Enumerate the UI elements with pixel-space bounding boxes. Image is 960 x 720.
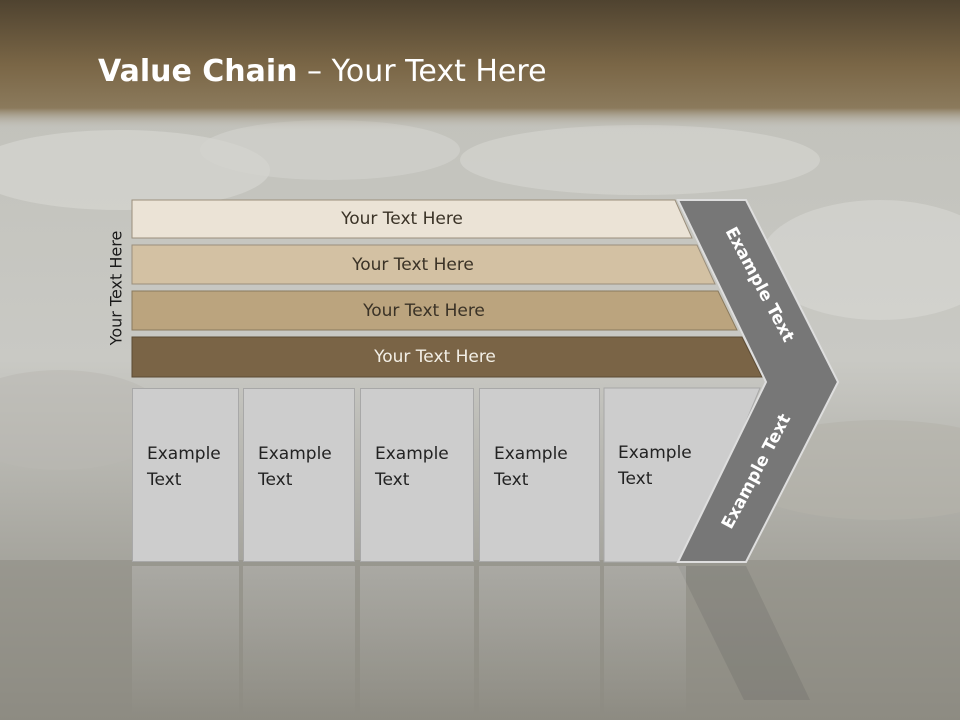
band-1: Your Text Here	[132, 200, 692, 238]
title-rest: – Your Text Here	[297, 54, 547, 89]
column-4-line2: Text	[494, 470, 529, 490]
band-3-label: Your Text Here	[363, 301, 485, 321]
band-1-label: Your Text Here	[341, 209, 463, 229]
column-2: Example Text	[243, 388, 355, 562]
column-5-line2: Text	[618, 469, 653, 489]
chevron-arrow	[676, 199, 840, 563]
band-2-label: Your Text Here	[352, 255, 474, 275]
band-4-label: Your Text Here	[374, 347, 496, 367]
title-bold: Value Chain	[98, 54, 298, 89]
band-2: Your Text Here	[132, 246, 714, 284]
column-4-line1: Example	[494, 444, 568, 464]
column-2-line2: Text	[258, 470, 293, 490]
column-3-line2: Text	[375, 470, 410, 490]
column-3: Example Text	[360, 388, 474, 562]
column-1-line1: Example	[147, 444, 221, 464]
columns-reflection	[132, 566, 762, 716]
column-3-line1: Example	[375, 444, 449, 464]
band-shape-3	[131, 290, 738, 331]
band-shape-2	[131, 244, 716, 285]
column-1: Example Text	[132, 388, 239, 562]
column-4: Example Text	[479, 388, 600, 562]
column-2-line1: Example	[258, 444, 332, 464]
column-5-line1: Example	[618, 443, 692, 463]
band-4: Your Text Here	[132, 338, 758, 376]
column-5: Example Text	[604, 388, 704, 562]
band-shape-1	[131, 199, 693, 239]
column-1-line2: Text	[147, 470, 182, 490]
page-title: Value Chain – Your Text Here	[98, 54, 547, 89]
band-shape-4	[131, 336, 763, 378]
band-3: Your Text Here	[132, 292, 736, 330]
